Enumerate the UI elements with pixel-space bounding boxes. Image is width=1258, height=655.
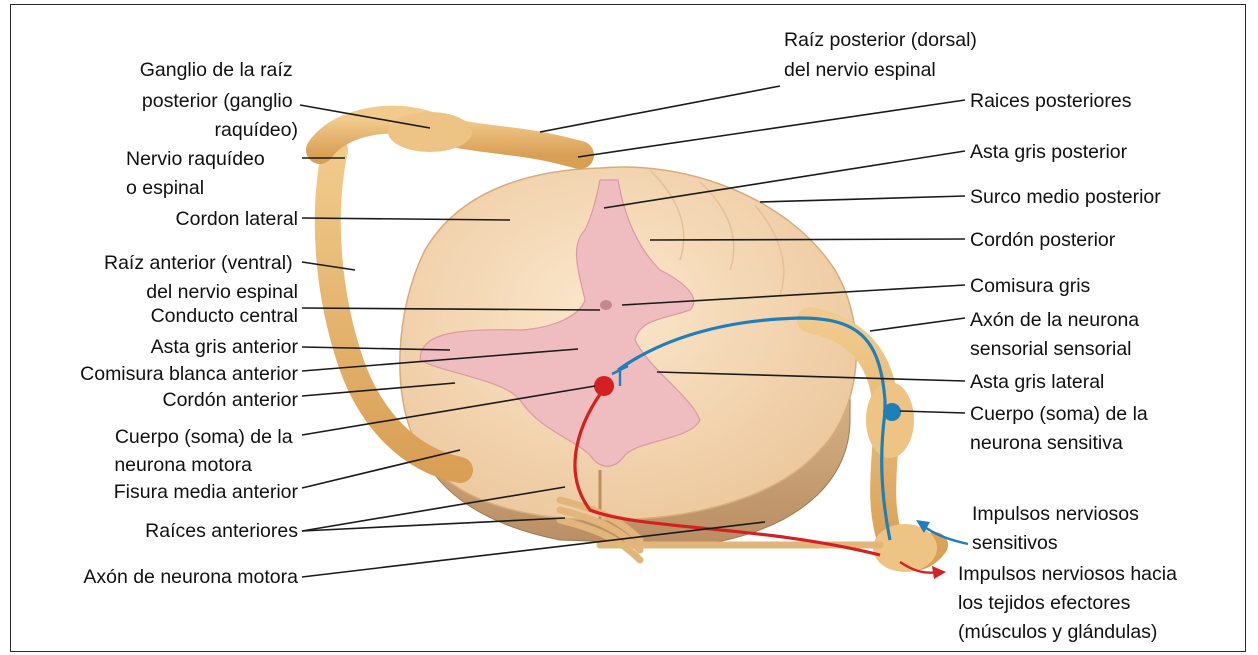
label-cordon-anterior: Cordón anterior <box>163 389 299 411</box>
label-comisura-gris: Comisura gris <box>970 275 1091 297</box>
label-raices-posteriores: Raices posteriores <box>970 90 1132 112</box>
label-cordon-posterior: Cordón posterior <box>970 229 1116 251</box>
motor-neuron-body <box>594 376 614 396</box>
leader-surco <box>760 196 965 202</box>
label-cuerpo-motora: Cuerpo (soma) de la neurona motora <box>114 426 298 476</box>
leader-axon-sensorial <box>870 318 965 331</box>
label-raices-anteriores: Raíces anteriores <box>145 520 298 542</box>
label-axon-motora: Axón de neurona motora <box>83 566 298 588</box>
label-surco: Surco medio posterior <box>970 186 1161 208</box>
dorsal-root-ganglion-swelling <box>388 112 472 152</box>
label-asta-gris-posterior: Asta gris posterior <box>970 141 1128 163</box>
label-nervio-raquideo: Nervio raquídeo o espinal <box>126 148 270 199</box>
central-canal <box>600 300 612 310</box>
leader-cordon-posterior <box>650 239 965 240</box>
sensory-neuron-body <box>883 403 901 421</box>
label-raiz-anterior: Raíz anterior (ventral) del nervio espin… <box>104 252 298 303</box>
leader-raiz-posterior <box>540 86 780 132</box>
label-cordon-lateral: Cordon lateral <box>176 208 298 230</box>
left-labels: Ganglio de la raíz posterior (ganglio ra… <box>80 59 298 588</box>
label-cuerpo-sensitiva: Cuerpo (soma) de la neurona sensitiva <box>970 403 1153 454</box>
label-impulsos-efectores: Impulsos nerviosos hacia los tejidos efe… <box>958 563 1182 643</box>
label-comisura-blanca: Comisura blanca anterior <box>80 363 298 385</box>
anatomy-illustration <box>320 112 968 579</box>
label-raiz-posterior: Raíz posterior (dorsal) del nervio espin… <box>784 29 982 81</box>
label-asta-gris-lateral: Asta gris lateral <box>970 371 1104 393</box>
leader-raices-posteriores <box>578 100 965 157</box>
label-conducto-central: Conducto central <box>151 305 298 327</box>
label-impulsos-sensitivos: Impulsos nerviosos sensitivos <box>972 503 1144 554</box>
motor-impulse-arrowhead <box>932 566 946 579</box>
label-axon-sensorial: Axón de la neurona sensorial sensorial <box>970 309 1145 360</box>
label-asta-gris-anterior: Asta gris anterior <box>151 336 299 358</box>
label-ganglio: Ganglio de la raíz posterior (ganglio ra… <box>140 59 298 141</box>
label-fisura: Fisura media anterior <box>114 481 299 503</box>
